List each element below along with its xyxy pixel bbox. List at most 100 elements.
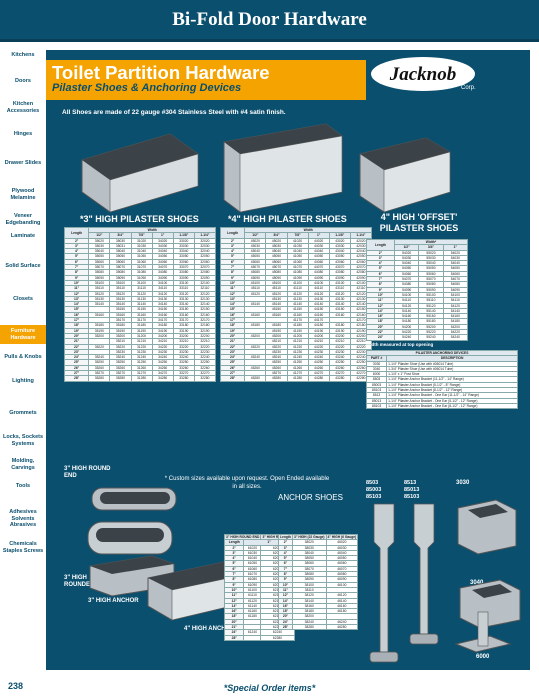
table-cell: 7" — [278, 565, 293, 573]
table-cell: 32050 — [193, 253, 217, 260]
table-cell: 27" — [219, 369, 246, 377]
table-cell: 34090 — [151, 274, 174, 281]
sidebar-item-kitchens[interactable]: Kitchens — [11, 52, 35, 58]
sidebar-item-veneer-edgebanding[interactable]: Veneer Edgebanding — [5, 213, 41, 226]
table-cell: 32120 — [193, 290, 217, 297]
sidebar-item-drawer-slides[interactable]: Drawer Slides — [4, 160, 42, 166]
table-row: 5"6105062050 — [223, 560, 295, 567]
table-cell: 34220 — [151, 343, 174, 350]
table-cell: 32240 — [193, 354, 217, 361]
table-cell: 55240 — [418, 334, 444, 341]
table-cell: 34120 — [151, 290, 174, 297]
table-cell: 34150 — [151, 306, 174, 313]
sidebar-item-kitchen-accessories[interactable]: Kitchen Accessories — [6, 101, 40, 114]
table-cell: 1-1/4" Pilaster Anchor Bracket - One Ear… — [386, 397, 518, 404]
table-cell: 31200 — [130, 332, 153, 340]
table-cell: 31270 — [130, 369, 153, 377]
table-cell: 35270 — [109, 369, 132, 377]
table-cell: 6" — [219, 258, 246, 266]
col-header: 3/4" — [109, 232, 132, 239]
sidebar-item-doors[interactable]: Doors — [15, 78, 31, 84]
table-cell: 24" — [223, 629, 245, 636]
sidebar-item-molding-carvings[interactable]: Molding, Carvings — [11, 458, 35, 471]
table-cell: 20" — [223, 618, 245, 626]
sidebar-item-adhesives-solvents-abrasives[interactable]: Adhesives Solvents Abrasives — [9, 509, 37, 528]
sidebar-item-grommets[interactable]: Grommets — [9, 410, 37, 416]
col-header: DESCRIPTION — [386, 355, 518, 362]
table-cell: 31280 — [130, 375, 153, 382]
table-cell: 31100 — [130, 279, 153, 287]
table-cell: 85003 — [365, 381, 388, 389]
shoe-3-high-image — [81, 133, 199, 213]
table-row: 16"6116062160 — [223, 608, 295, 615]
table-cell: 32080 — [193, 269, 217, 276]
table-cell: 1-1/4" Pilaster Anchor Bracket - One Ear… — [386, 402, 518, 410]
brand-corp: Corp. — [461, 85, 476, 91]
table-cell: 34270 — [151, 369, 174, 377]
table-cell: 46070 — [325, 565, 359, 573]
table-cell: 42220 — [349, 343, 373, 350]
table-cell: 1-3/4" Pilaster Shoe (Use with #06014 Tu… — [386, 365, 518, 373]
table-cell: 45280 — [244, 375, 267, 382]
sidebar-item-chemicals-staples-screws[interactable]: Chemicals Staples Screws — [2, 541, 44, 554]
table-cell: 54070 — [442, 276, 469, 283]
devices-title: PILASTER ANCHORING DEVICES — [366, 349, 518, 357]
table-cell: 31160 — [130, 311, 153, 319]
table-cell: 6" — [223, 565, 245, 573]
table-cell: 35160 — [109, 311, 132, 319]
table-cell: 34280 — [151, 375, 174, 382]
table-cell: 35120 — [109, 290, 132, 297]
table-cell: 8513 — [365, 392, 388, 399]
table-cell: 32230 — [193, 348, 217, 356]
table-cell: 6000 — [365, 371, 388, 378]
sidebar-item-plywood-melamine[interactable]: Plywood Melamine — [10, 188, 36, 201]
table-cell: 54030 — [442, 254, 469, 262]
sidebar-item-hinges[interactable]: Hinges — [13, 131, 33, 137]
sidebar-item-solid-surface[interactable]: Solid Surface — [5, 263, 41, 269]
sidebar-item-closets[interactable]: Closets — [13, 296, 33, 302]
col-header: 3" HIGH (22 Gauge) — [292, 533, 327, 541]
sidebar-item-locks-sockets-systems[interactable]: Locks, Sockets Systems — [2, 434, 44, 447]
table-cell: 45280 — [265, 375, 288, 382]
material-note: All Shoes are made of 22 gauge #304 Stai… — [62, 109, 286, 116]
table-row: 4"6104062040 — [223, 555, 295, 562]
sidebar-item-laminate[interactable]: Laminate — [10, 233, 36, 239]
table-cell: 8" — [278, 571, 293, 578]
table-cell: 34100 — [151, 279, 174, 287]
table-cell: 32250 — [193, 359, 217, 366]
table-cell: 22" — [63, 343, 90, 350]
table-cell: 20" — [219, 332, 246, 340]
table-cell: 25" — [219, 359, 246, 366]
col-header: Length — [278, 533, 293, 541]
table-cell: 23" — [63, 348, 90, 356]
table-cell: 34160 — [151, 311, 174, 319]
table-cell: 35110 — [109, 285, 132, 292]
table-cell: 35280 — [88, 375, 111, 382]
main-panel: Toilet Partition Hardware Pilaster Shoes… — [46, 50, 530, 670]
table-cell: 26" — [219, 364, 246, 372]
table-cell: 34030 — [151, 242, 174, 250]
sidebar-item-tools[interactable]: Tools — [15, 483, 31, 489]
table-cell: 5" — [219, 253, 246, 260]
table-cell: 34020 — [151, 237, 174, 244]
col-header: 1" — [151, 232, 174, 239]
sidebar-item-pulls-knobs[interactable]: Pulls & Knobs — [4, 354, 42, 360]
sidebar-item-lighting[interactable]: Lighting — [12, 378, 34, 384]
table-cell: 8503 — [365, 376, 388, 383]
table-cell: 3" — [63, 242, 90, 250]
sidebar-item-furniture-hardware[interactable]: Furniture Hardware — [0, 325, 46, 344]
table-cell: 11" — [219, 285, 246, 292]
table-cell: 35260 — [109, 364, 132, 372]
table-cell: 5" — [63, 253, 90, 260]
